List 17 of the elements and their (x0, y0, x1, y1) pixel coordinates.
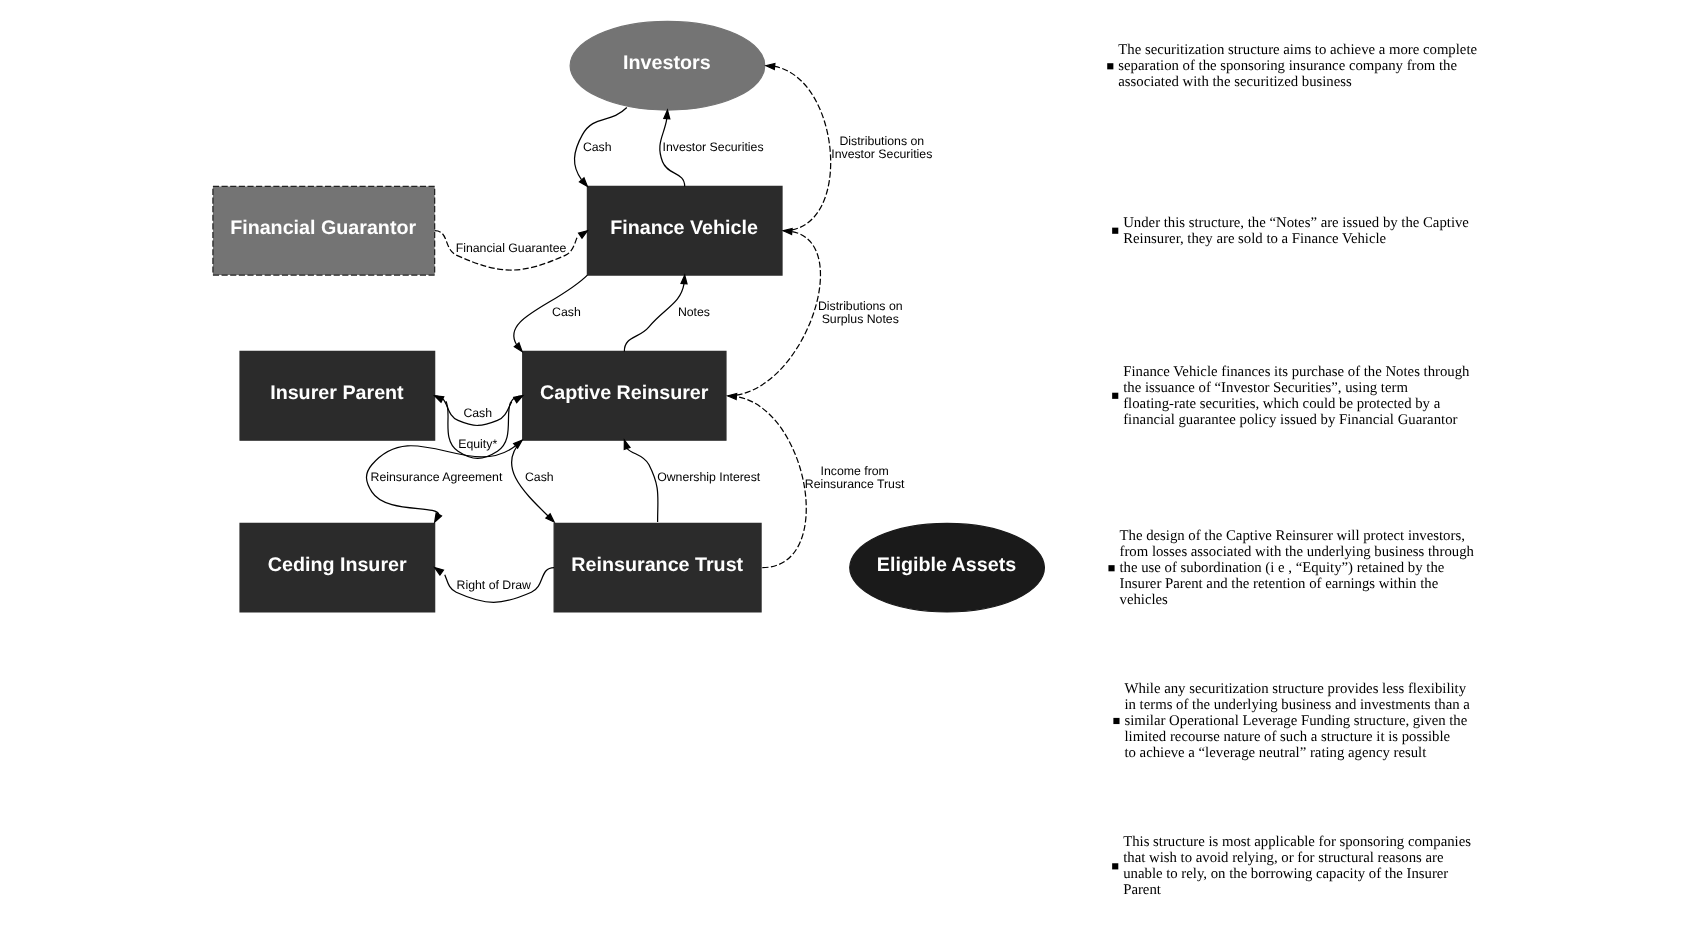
arrow (512, 274, 587, 353)
node-box: Ceding Insurer (238, 522, 435, 613)
node-ellipse: Eligible Assets (848, 522, 1045, 613)
node-box: Captive Reinsurer (521, 350, 726, 441)
node-box: Finance Vehicle (585, 185, 782, 276)
node-box: Insurer Parent (238, 350, 435, 441)
arrow (433, 229, 588, 271)
arrow (622, 438, 658, 523)
node-box: Financial Guarantor (211, 185, 435, 276)
node-ellipse: Investors (568, 20, 765, 111)
arrow (432, 566, 554, 604)
arrow (622, 273, 687, 353)
arrow (572, 106, 627, 188)
arrow (763, 62, 830, 232)
arrow (658, 108, 685, 187)
node-box: Reinsurance Trust (552, 522, 761, 613)
arrow (724, 392, 806, 569)
